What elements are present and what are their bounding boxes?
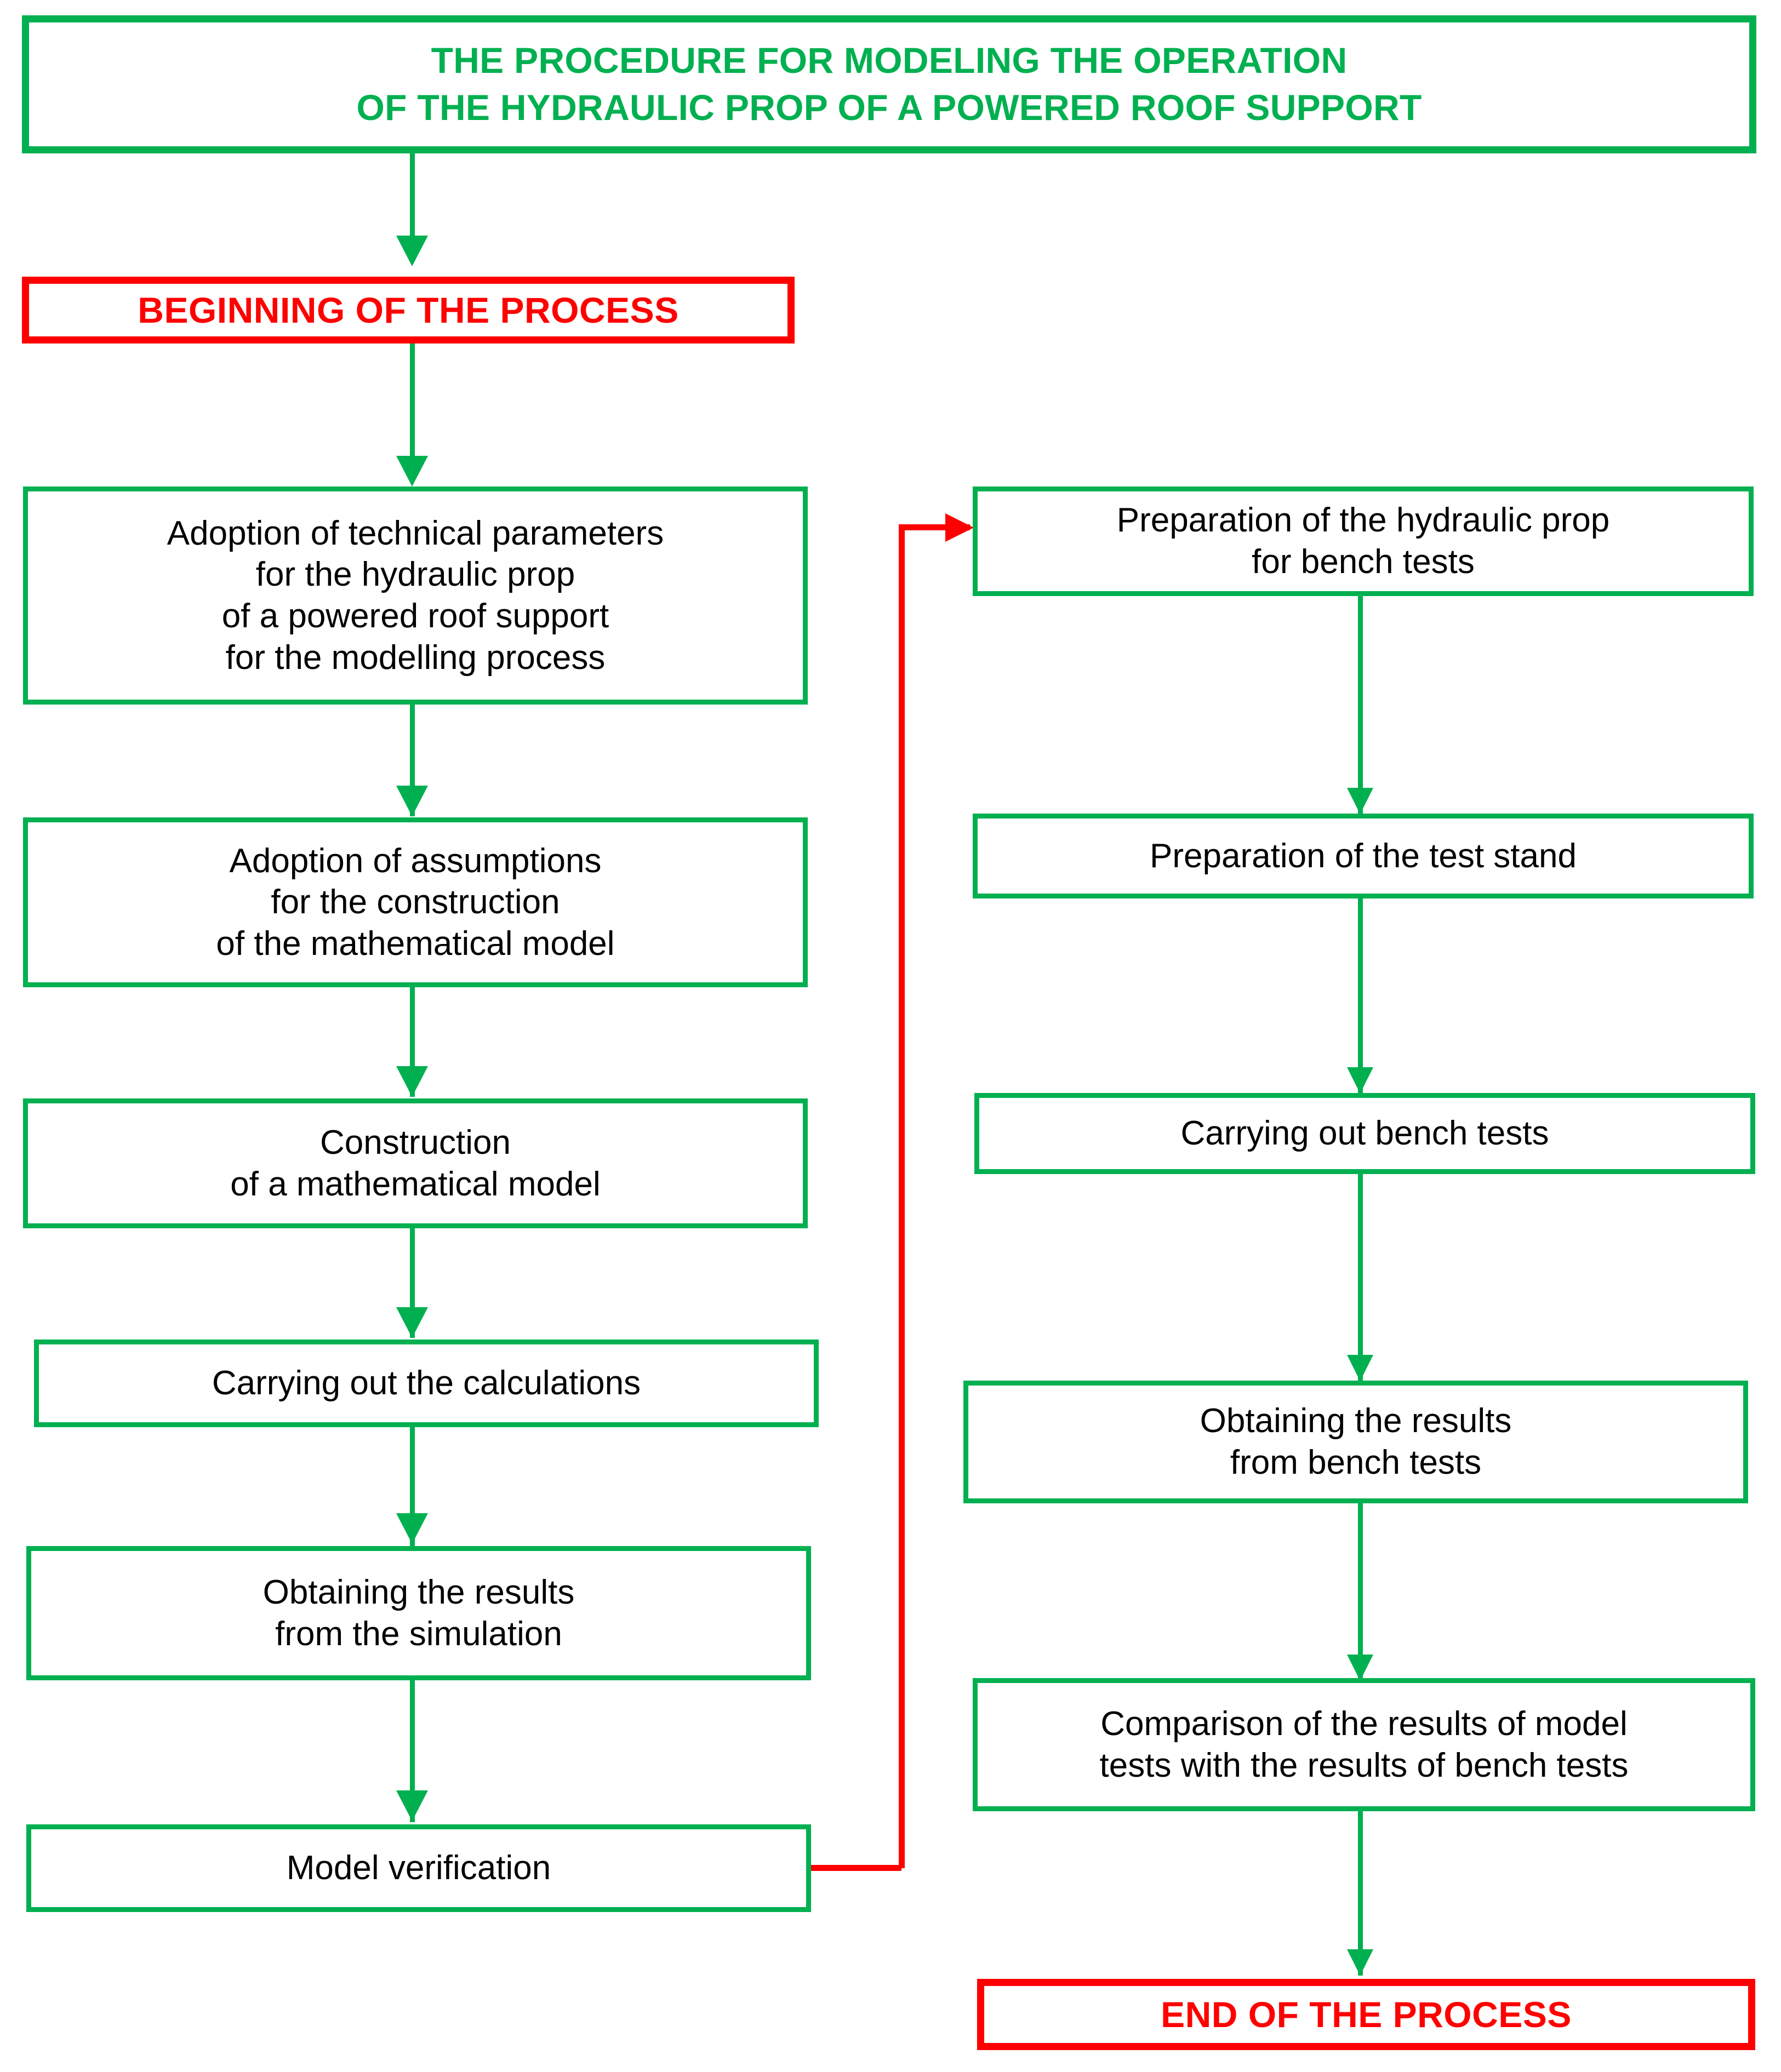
connector-r5-to-end <box>1358 1811 1363 1976</box>
process-construction-mathematical-model-label: Construction of a mathematical model <box>230 1123 601 1203</box>
feedback-connector-segment-right <box>811 1865 901 1871</box>
process-adoption-assumptions-label: Adoption of assumptions for the construc… <box>216 842 615 963</box>
arrowhead-feedback-into-preparation <box>945 513 974 542</box>
process-preparation-hydraulic-prop: Preparation of the hydraulic prop for be… <box>973 486 1754 596</box>
arrowhead-r2-to-r3 <box>1347 1067 1373 1094</box>
process-obtaining-results-bench-tests-label: Obtaining the results from bench tests <box>1200 1402 1512 1481</box>
process-construction-mathematical-model: Construction of a mathematical model <box>23 1098 808 1228</box>
process-adoption-assumptions: Adoption of assumptions for the construc… <box>23 817 808 987</box>
arrowhead-l4-to-l5 <box>396 1513 428 1544</box>
arrowhead-title-to-start <box>396 236 428 266</box>
process-preparation-test-stand: Preparation of the test stand <box>973 814 1754 898</box>
connector-l5-to-l6 <box>410 1680 415 1822</box>
connector-r4-to-r5 <box>1358 1503 1363 1681</box>
process-carrying-out-bench-tests-label: Carrying out bench tests <box>1180 1114 1549 1153</box>
connector-l3-to-l4 <box>410 1228 415 1338</box>
flowchart-title-text: THE PROCEDURE FOR MODELING THE OPERATION… <box>356 40 1422 128</box>
terminal-end-label: END OF THE PROCESS <box>1161 1994 1572 2035</box>
arrowhead-r5-to-end <box>1347 1949 1373 1976</box>
terminal-start: BEGINNING OF THE PROCESS <box>22 277 795 344</box>
connector-title-to-start <box>410 153 415 241</box>
process-carrying-out-bench-tests: Carrying out bench tests <box>974 1093 1755 1174</box>
process-obtaining-results-bench-tests: Obtaining the results from bench tests <box>963 1381 1748 1503</box>
process-carrying-out-calculations-label: Carrying out the calculations <box>212 1364 641 1403</box>
flowchart-title-box: THE PROCEDURE FOR MODELING THE OPERATION… <box>22 15 1756 153</box>
process-preparation-test-stand-label: Preparation of the test stand <box>1150 837 1577 875</box>
process-model-verification-label: Model verification <box>286 1849 551 1887</box>
connector-r1-to-r2 <box>1358 596 1363 815</box>
process-preparation-hydraulic-prop-label: Preparation of the hydraulic prop for be… <box>1116 501 1610 581</box>
feedback-connector-segment-up <box>899 527 905 1868</box>
process-comparison-model-bench-label: Comparison of the results of model tests… <box>1099 1704 1629 1784</box>
arrowhead-r3-to-r4 <box>1347 1355 1373 1381</box>
process-carrying-out-calculations: Carrying out the calculations <box>34 1340 819 1427</box>
connector-start-to-l1 <box>410 344 415 460</box>
connector-l1-to-l2 <box>410 705 415 816</box>
process-model-verification: Model verification <box>26 1824 811 1912</box>
arrowhead-r1-to-r2 <box>1347 788 1373 814</box>
connector-r2-to-r3 <box>1358 898 1363 1095</box>
arrowhead-l2-to-l3 <box>396 1066 428 1097</box>
arrowhead-r4-to-r5 <box>1347 1655 1373 1681</box>
process-adoption-technical-parameters: Adoption of technical parameters for the… <box>23 486 808 705</box>
arrowhead-l5-to-l6 <box>396 1790 428 1821</box>
process-adoption-technical-parameters-label: Adoption of technical parameters for the… <box>167 514 664 677</box>
process-obtaining-results-simulation-label: Obtaining the results from the simulatio… <box>262 1573 575 1653</box>
connector-l2-to-l3 <box>410 987 415 1097</box>
terminal-start-label: BEGINNING OF THE PROCESS <box>138 290 679 330</box>
process-obtaining-results-simulation: Obtaining the results from the simulatio… <box>26 1546 811 1680</box>
process-comparison-model-bench: Comparison of the results of model tests… <box>973 1678 1755 1811</box>
arrowhead-l3-to-l4 <box>396 1307 428 1338</box>
arrowhead-start-to-l1 <box>396 456 428 486</box>
connector-l4-to-l5 <box>410 1427 415 1547</box>
connector-r3-to-r4 <box>1358 1174 1363 1382</box>
arrowhead-l1-to-l2 <box>396 786 428 816</box>
feedback-connector-segment-into-box <box>899 524 970 530</box>
terminal-end: END OF THE PROCESS <box>977 1979 1755 2050</box>
